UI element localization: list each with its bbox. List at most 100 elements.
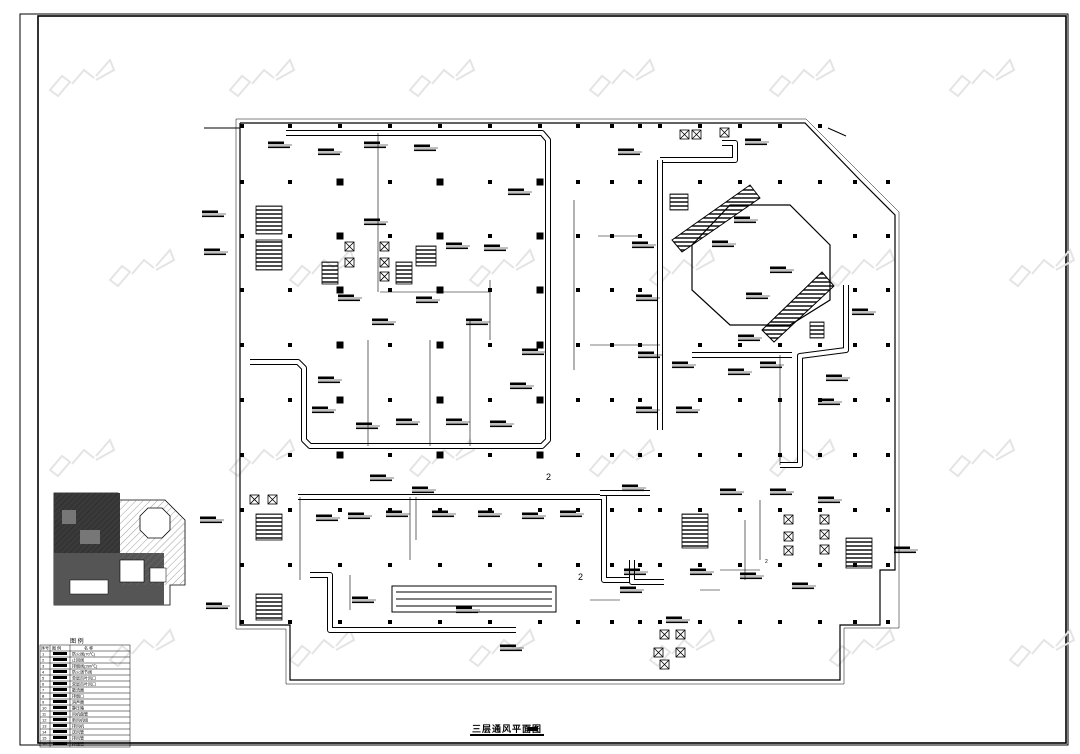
column [698, 563, 702, 567]
legend-name: 静压箱 [72, 705, 84, 711]
tag-text [636, 294, 652, 297]
equipment-cross [691, 129, 702, 140]
duct-segment-fill [780, 285, 848, 467]
column [610, 508, 614, 512]
equipment-cross [819, 514, 830, 525]
tag-text [620, 586, 636, 589]
equipment-cross [344, 257, 355, 268]
building-outline [204, 118, 900, 685]
tag-text [720, 488, 736, 491]
column [488, 620, 492, 624]
plan-markers: 2 2 2 [546, 472, 768, 582]
column [698, 508, 702, 512]
tag-text [818, 398, 834, 401]
column [610, 563, 614, 567]
column [388, 508, 392, 512]
tag-text [268, 141, 284, 144]
legend-name: 防火调节阀 [72, 669, 92, 675]
column [818, 343, 822, 347]
column [658, 508, 662, 512]
column [886, 453, 890, 457]
column [576, 453, 580, 457]
watermark-glyph [228, 58, 296, 98]
equipment-cross [719, 127, 730, 138]
column [388, 453, 392, 457]
tag-subtext [490, 425, 512, 428]
tag-subtext [268, 146, 290, 149]
duct-segment-fill [250, 131, 550, 448]
equipment-cross [659, 629, 670, 640]
column [240, 563, 244, 567]
column [738, 343, 742, 347]
legend-name: 排烟管 [72, 741, 84, 747]
legend-name: 排烟口 [72, 693, 84, 699]
equipment-cross [783, 545, 794, 556]
column [538, 124, 542, 128]
tag-text [622, 484, 638, 487]
legend-name: 新风机组 [72, 717, 88, 723]
duct-segment [250, 130, 551, 449]
column [488, 234, 492, 238]
tag-subtext [666, 621, 688, 624]
column [698, 398, 702, 402]
column [778, 343, 782, 347]
equipment-cross [819, 544, 830, 555]
equipment-cross [679, 129, 690, 140]
column [288, 124, 292, 128]
column [818, 180, 822, 184]
watermark-glyph [1008, 248, 1076, 288]
equipment-cross [379, 241, 390, 252]
tag-subtext [352, 601, 374, 604]
column [638, 563, 642, 567]
legend-header-cell: 序号 [41, 645, 49, 651]
tag-text [356, 422, 372, 425]
watermark-glyph [288, 628, 356, 668]
tag-text [508, 188, 524, 191]
legend-symbol [53, 670, 67, 673]
tag-subtext [620, 591, 642, 594]
column [538, 620, 542, 624]
tag-subtext [356, 427, 378, 430]
equipment-cross [267, 494, 278, 505]
legend-symbol [53, 742, 67, 745]
tag-subtext [202, 215, 224, 218]
column [288, 343, 292, 347]
column [436, 451, 444, 459]
column [853, 234, 857, 238]
legend-index: 2 [42, 658, 45, 663]
legend-symbol [53, 652, 67, 655]
legend-index: 15 [42, 736, 47, 741]
tag-subtext [826, 379, 848, 382]
column [288, 508, 292, 512]
column [288, 398, 292, 402]
column [288, 620, 292, 624]
drawing-title: 三层通风平面图 [470, 724, 545, 736]
legend-symbol [53, 658, 67, 661]
equipment-cross [249, 494, 260, 505]
tag-text [818, 496, 834, 499]
drawing-frame [19, 13, 1069, 746]
tag-subtext [712, 245, 734, 248]
legend-symbol [53, 730, 67, 733]
key-plan [53, 492, 186, 606]
tag-subtext [466, 323, 488, 326]
column [853, 343, 857, 347]
column [698, 453, 702, 457]
column [576, 124, 580, 128]
marker-center: 2 [578, 572, 583, 582]
column [538, 508, 542, 512]
tag-text [318, 376, 334, 379]
tag-text [632, 241, 648, 244]
column [576, 563, 580, 567]
column [778, 563, 782, 567]
tag-text [364, 141, 380, 144]
legend-index: 13 [42, 724, 47, 729]
column [638, 124, 642, 128]
equipment-cross [379, 257, 390, 268]
column [536, 178, 544, 186]
column [638, 398, 642, 402]
column [638, 453, 642, 457]
tag-subtext [484, 249, 506, 252]
watermark-glyph [468, 248, 536, 288]
escalators [391, 184, 835, 613]
